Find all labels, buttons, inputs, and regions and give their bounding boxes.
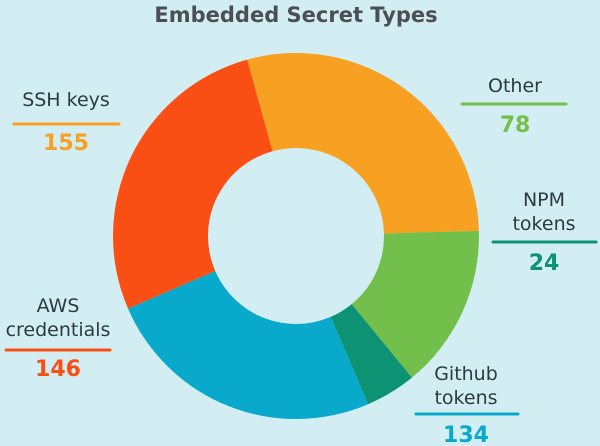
donut-slices [113,53,480,420]
slice-value-github-tokens: 134 [443,423,489,446]
slice-value-aws-credentials: 146 [35,357,81,382]
slice-value-ssh-keys: 155 [43,131,89,156]
slice-aws-credentials [113,59,273,309]
slice-label-other: Other [488,75,542,97]
slice-label-ssh-keys: SSH keys [22,89,110,111]
slice-value-npm-tokens: 24 [529,251,560,276]
chart-title: Embedded Secret Types [154,3,437,27]
slice-value-other: 78 [500,113,531,138]
label-group-other: Other 78 [460,75,568,138]
slice-other [351,230,480,378]
slice-ssh-keys [247,53,479,234]
label-group-ssh-keys: SSH keys 155 [12,89,121,156]
slice-github-tokens [128,270,369,420]
slice-npm-tokens [330,304,412,405]
